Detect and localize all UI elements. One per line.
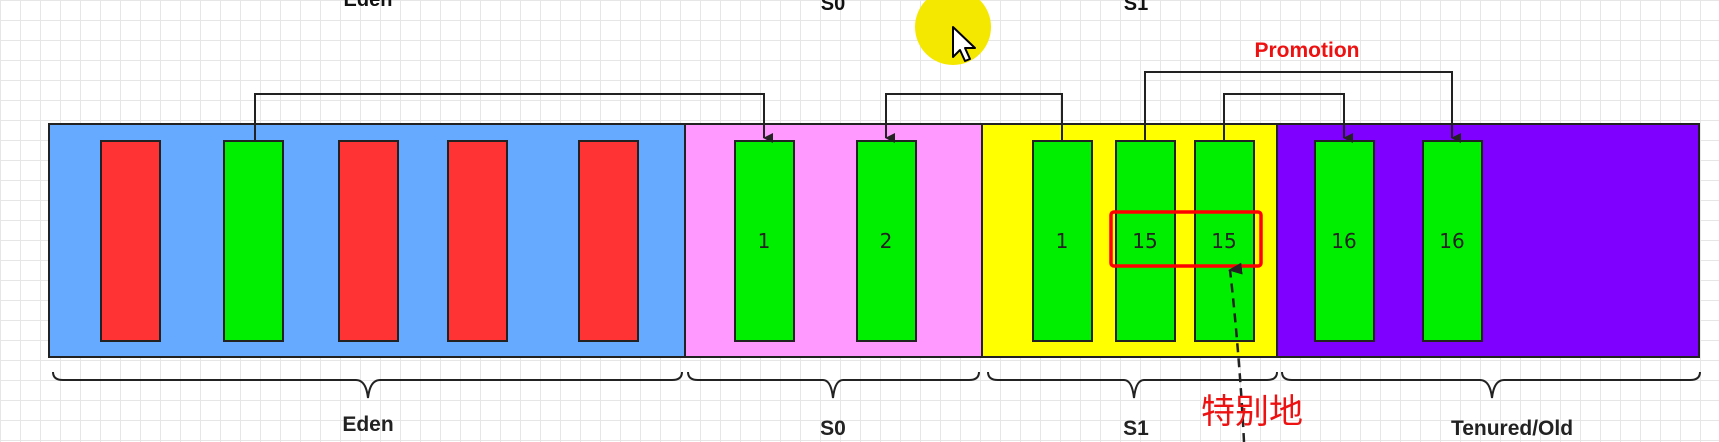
s0-object-age: 2	[880, 229, 893, 253]
old-object-age: 16	[1331, 229, 1356, 253]
s1-object-age: 15	[1132, 229, 1157, 253]
s0-object-age: 1	[758, 229, 771, 253]
old-brace	[1281, 371, 1701, 399]
old-live-object	[1422, 140, 1483, 342]
bottom-label-s1: S1	[1123, 417, 1149, 440]
top-label-s1: S1	[1124, 0, 1148, 15]
s1-object-age: 15	[1211, 229, 1236, 253]
promotion-arrow-inner	[1223, 93, 1353, 143]
old-object-age: 16	[1439, 229, 1464, 253]
promotion-label: Promotion	[1255, 39, 1360, 62]
note-dashed-arrow	[1228, 262, 1246, 442]
s0-region	[684, 123, 983, 358]
s1-brace	[987, 371, 1278, 399]
s1-object-age: 1	[1056, 229, 1069, 253]
bottom-label-eden: Eden	[342, 413, 393, 436]
old-live-object	[1314, 140, 1375, 342]
s0-brace	[687, 371, 980, 399]
bottom-label-s0: S0	[820, 417, 846, 440]
eden-dead-object	[338, 140, 399, 342]
eden-dead-object	[578, 140, 639, 342]
eden-dead-object	[447, 140, 508, 342]
eden-live-object	[223, 140, 284, 342]
mouse-pointer-icon	[952, 26, 976, 62]
s1-to-s0-arrow	[885, 93, 1063, 143]
s1-live-object	[1194, 140, 1255, 342]
top-label-s0: S0	[821, 0, 845, 15]
note-label: 特别地	[1201, 392, 1303, 432]
promotion-arrow-outer	[1144, 71, 1461, 143]
age-15-highlight-box	[1109, 210, 1263, 268]
eden-dead-object	[100, 140, 161, 342]
bottom-label-old: Tenured/Old	[1451, 417, 1573, 440]
eden-brace	[52, 371, 683, 399]
top-label-eden: Eden	[344, 0, 393, 11]
eden-to-s0-arrow	[254, 93, 773, 143]
s1-live-object	[1115, 140, 1176, 342]
